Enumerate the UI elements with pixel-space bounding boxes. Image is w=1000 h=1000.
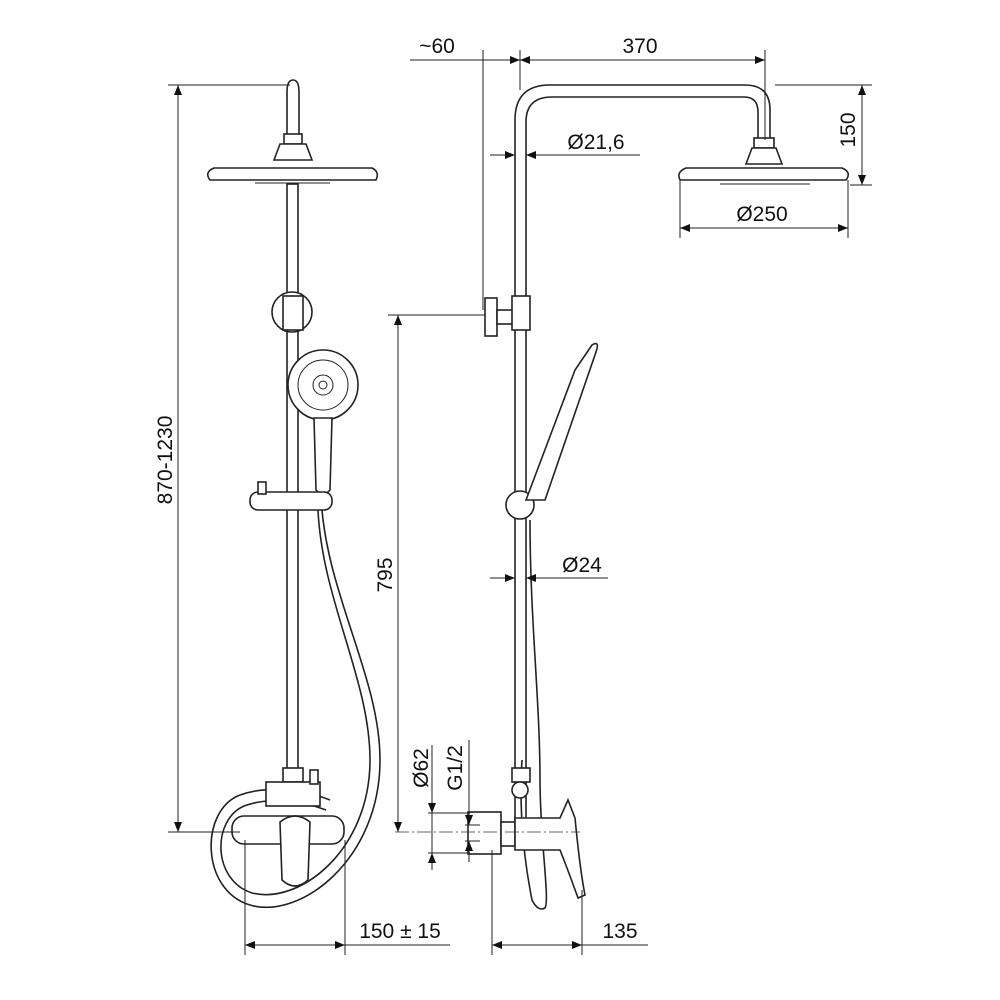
thread-label: G1/2 xyxy=(444,745,467,791)
side-mixer-lever xyxy=(514,797,586,900)
arm-connector xyxy=(283,133,303,145)
dim-total-height: 870-1230 xyxy=(154,84,290,833)
escutcheon xyxy=(467,811,502,855)
rail-top-diameter-label: Ø21,6 xyxy=(567,131,624,154)
dim-mixer-projection: 135 xyxy=(492,920,648,949)
dim-escutcheon: Ø62 G1/2 xyxy=(410,740,480,870)
escutcheon-diameter-label: Ø62 xyxy=(410,748,433,788)
front-view xyxy=(206,79,381,955)
hand-shower-handle xyxy=(313,417,333,495)
side-wall-bracket xyxy=(484,297,498,337)
side-shower-head xyxy=(678,167,850,181)
head-diameter-label: Ø250 xyxy=(736,203,787,226)
arm-length-label: 370 xyxy=(622,35,657,58)
total-height-label: 870-1230 xyxy=(154,416,177,505)
side-view xyxy=(395,84,850,955)
dim-bracket-height: 795 xyxy=(374,314,485,832)
side-arm-inner xyxy=(525,96,759,830)
front-rail xyxy=(286,183,299,785)
center-distance-label: 150 ± 15 xyxy=(359,920,441,943)
arm-drop-label: 150 xyxy=(837,112,860,147)
bracket-height-label: 795 xyxy=(374,557,397,592)
mixer-projection-label: 135 xyxy=(602,920,637,943)
bracket-clamp xyxy=(282,295,304,331)
wall-offset-label: ~60 xyxy=(419,35,455,58)
diverter xyxy=(265,781,321,807)
head-neck xyxy=(272,143,314,161)
dim-head-diameter: Ø250 xyxy=(679,180,849,238)
dim-rail-top: Ø21,6 xyxy=(490,131,640,159)
shower-hose xyxy=(210,509,381,908)
dim-rail-diameter: Ø24 xyxy=(490,554,608,582)
slider-holder xyxy=(249,491,333,511)
side-bracket-clamp xyxy=(511,295,531,331)
dim-arm-length: ~60 370 xyxy=(410,35,766,310)
side-arm-outer xyxy=(514,84,771,830)
dim-center-distance: 150 ± 15 xyxy=(245,920,450,949)
shower-arm-top xyxy=(286,79,300,135)
overhead-shower-head xyxy=(206,167,379,181)
side-hand-shower xyxy=(524,342,599,501)
diverter-nut xyxy=(282,767,304,783)
rail-diameter-label: Ø24 xyxy=(562,554,602,577)
dim-arm-drop: 150 xyxy=(775,84,872,186)
mixer-lever xyxy=(279,815,311,887)
